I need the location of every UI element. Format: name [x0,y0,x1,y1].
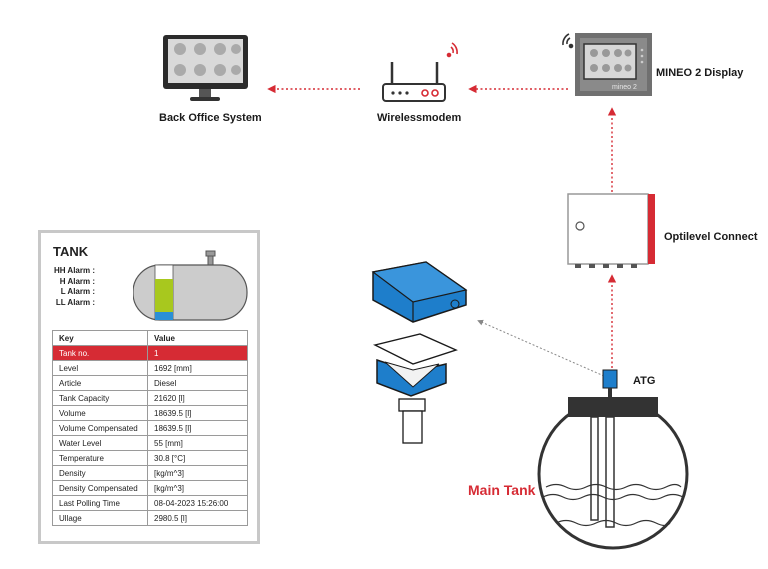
atg-probe-icon [371,261,468,444]
row-value: 18639.5 [l] [147,420,248,436]
mineo-display-label: MINEO 2 Display [656,67,744,79]
row-key: Water Level [52,435,148,451]
row-value: 1692 [mm] [147,360,248,376]
table-row: Tank no.1 [52,345,248,361]
detail-pointer [477,319,605,377]
connection-arrows [267,84,617,368]
row-key: Density Compensated [52,480,148,496]
optilevel-device-icon [567,193,655,268]
card-title: TANK [53,244,89,259]
header-value: Value [147,330,248,346]
row-key: Tank no. [52,345,148,361]
wireless-modem-label: Wirelessmodem [377,112,462,124]
mineo-brand-text: mineo 2 [612,84,637,91]
row-value: 55 [mm] [147,435,248,451]
row-value: [kg/m^3] [147,480,248,496]
table-header-row: Key Value [52,330,248,346]
row-value: 2980.5 [l] [147,510,248,526]
table-row: Density Compensated[kg/m^3] [52,480,248,496]
router-icon [382,62,446,102]
mineo-display-icon: mineo 2 [575,33,652,96]
row-value: 18639.5 [l] [147,405,248,421]
row-key: Tank Capacity [52,390,148,406]
back-office-label: Back Office System [159,112,262,124]
row-key: Volume Compensated [52,420,148,436]
tank-info-card: TANK HH Alarm : H Alarm : L Alarm : LL A… [38,230,260,544]
row-key: Density [52,465,148,481]
alarm-ll: LL Alarm : [55,297,95,307]
table-row: Density[kg/m^3] [52,465,248,481]
alarm-l: L Alarm : [60,287,95,296]
wifi-signal-icon [562,33,574,49]
row-value: 08-04-2023 15:26:00 [147,495,248,511]
alarm-h: H Alarm : [59,276,95,286]
monitor-icon [163,35,248,101]
atg-label: ATG [633,375,656,387]
row-value: 1 [147,345,248,361]
row-value: Diesel [147,375,248,391]
row-key: Article [52,375,148,391]
main-tank-label: Main Tank [468,482,536,498]
row-value: 30.8 [°C] [147,450,248,466]
row-key: Volume [52,405,148,421]
row-key: Last Polling Time [52,495,148,511]
tank-level-graphic [133,250,248,321]
row-value: [kg/m^3] [147,465,248,481]
row-key: Level [52,360,148,376]
alarm-list: HH Alarm : H Alarm : L Alarm : LL Alarm … [53,266,95,308]
row-value: 21620 [l] [147,390,248,406]
wifi-signal-icon [446,42,458,58]
header-key: Key [52,330,148,346]
main-tank-icon [537,369,689,550]
alarm-hh: HH Alarm : [53,266,95,275]
row-key: Ullage [52,510,148,526]
row-key: Temperature [52,450,148,466]
optilevel-label: Optilevel Connect [664,231,758,243]
